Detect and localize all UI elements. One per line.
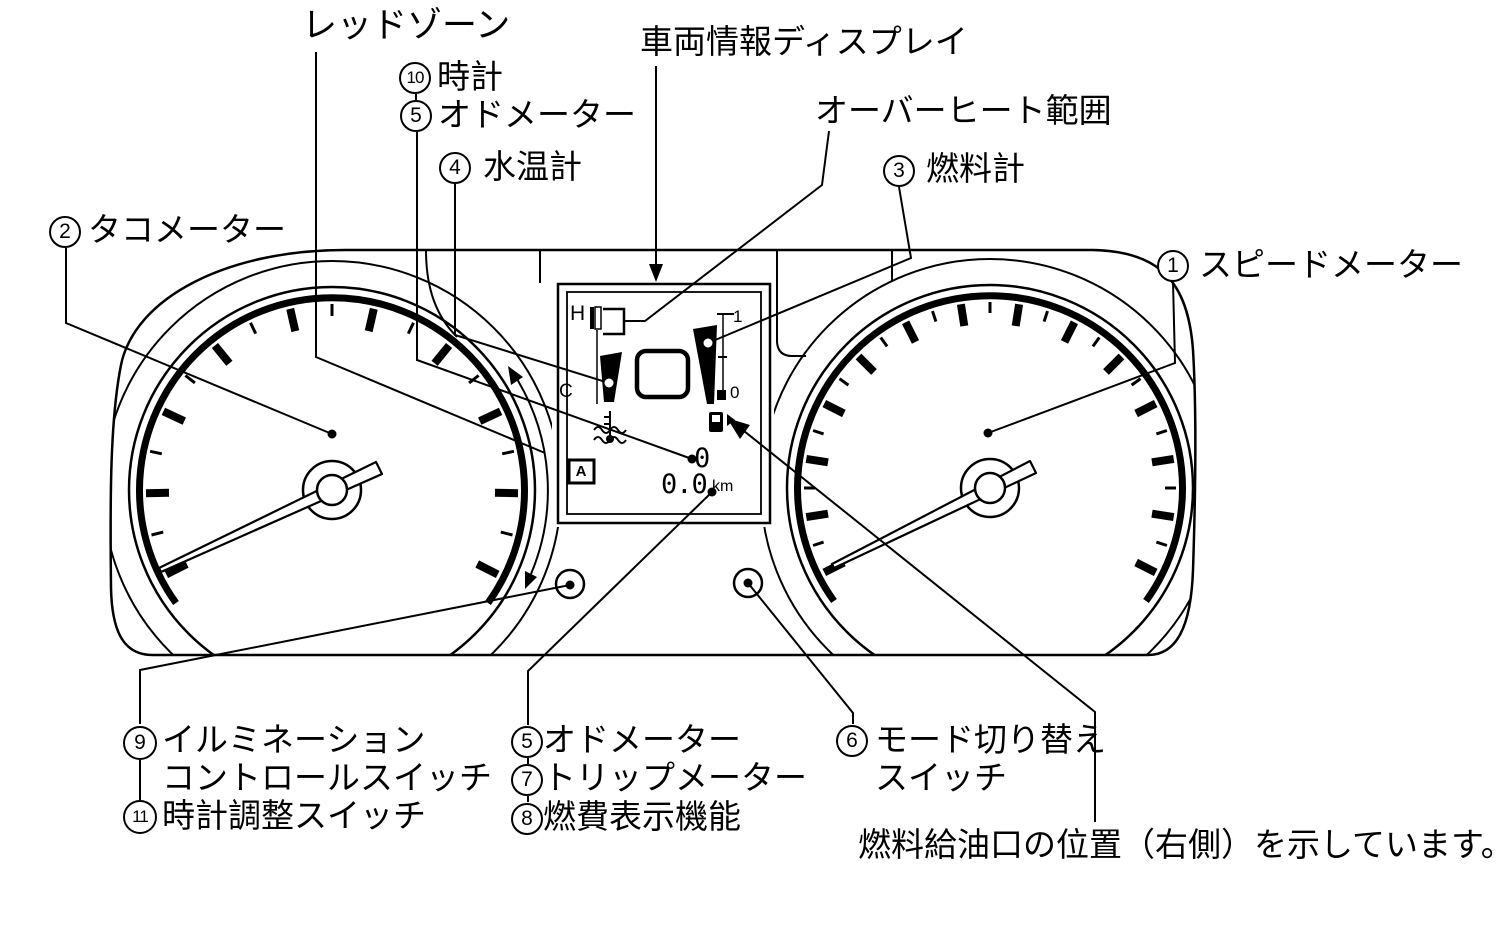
callout-number-speedometer: 1 bbox=[1157, 250, 1189, 282]
callout-label-clock: 時計 bbox=[437, 58, 503, 95]
tachometer-gauge bbox=[110, 260, 562, 655]
housing-creases bbox=[425, 249, 893, 357]
callout-lines bbox=[65, 52, 1177, 822]
illumination-callout-line bbox=[139, 584, 571, 800]
display-trip-value: 0.0 bbox=[661, 469, 708, 500]
callout-label-tachometer: タコメーター bbox=[88, 211, 286, 248]
callout-label-speedometer: スピードメーター bbox=[1199, 246, 1463, 283]
display-fuel-empty: 0 bbox=[730, 383, 740, 402]
cluster-housing-outline bbox=[109, 248, 1197, 657]
callout-label-redzone: レッドゾーン bbox=[302, 6, 511, 45]
illumination-control-button bbox=[554, 568, 586, 600]
callout-dots bbox=[327, 336, 993, 590]
display-hot-label: H bbox=[570, 302, 586, 325]
callout-label-vehicle-info: 車両情報ディスプレイ bbox=[640, 23, 968, 60]
callout-label-fuel-economy: 燃費表示機能 bbox=[543, 798, 741, 835]
callout-label-fuel-gauge: 燃料計 bbox=[926, 150, 1025, 187]
water-temp-callout-line bbox=[454, 184, 610, 384]
callout-label-mode-switch-2: スイッチ bbox=[875, 759, 1007, 796]
callout-label-illumination-1: イルミネーション bbox=[162, 721, 426, 758]
callout-label-odometer-bottom: オドメーター bbox=[543, 721, 741, 758]
fuel-filler-note: 燃料給油口の位置（右側）を示しています。 bbox=[858, 826, 1501, 863]
callout-number-odometer-bottom: 5 bbox=[511, 726, 543, 758]
callout-label-overheat-range: オーバーヒート範囲 bbox=[815, 92, 1112, 129]
tachometer-callout-line bbox=[65, 248, 333, 435]
clock-odometer-callout-line bbox=[415, 94, 693, 460]
callout-number-fuel-economy: 8 bbox=[511, 803, 543, 835]
callout-number-fuel-gauge: 3 bbox=[883, 155, 915, 187]
callout-number-tachometer: 2 bbox=[49, 216, 81, 248]
redzone-callout-line bbox=[315, 52, 546, 454]
speedometer-gauge bbox=[760, 258, 1196, 655]
fuel-filler-arrowhead bbox=[727, 418, 750, 439]
speedometer-needle bbox=[830, 459, 1038, 570]
callout-label-trip-meter: トリップメーター bbox=[543, 759, 807, 796]
callout-number-trip-meter: 7 bbox=[511, 764, 543, 796]
display-clock-value: 0 bbox=[694, 443, 710, 474]
redzone-arc-lower-arrowhead bbox=[525, 571, 537, 589]
display-fuel-full: 1 bbox=[733, 307, 743, 326]
vehicle-info-arrowhead bbox=[649, 264, 663, 282]
trip-callout-line bbox=[527, 491, 713, 802]
callout-number-water-temp: 4 bbox=[439, 152, 471, 184]
overheat-callout-line bbox=[624, 130, 830, 322]
callout-number-clock: 10 bbox=[399, 62, 431, 94]
fuel-filler-callout-line bbox=[743, 430, 1096, 822]
mode-switch-callout-line bbox=[747, 582, 854, 724]
callout-label-water-temp: 水温計 bbox=[483, 148, 582, 185]
display-cold-label: C bbox=[559, 381, 573, 402]
callout-arrowheads bbox=[508, 264, 750, 589]
callout-number-mode-switch: 6 bbox=[836, 725, 868, 757]
callout-label-mode-switch-1: モード切り替え bbox=[875, 721, 1106, 758]
callout-label-clock-adjust: 時計調整スイッチ bbox=[162, 797, 426, 834]
display-trip-unit: km bbox=[712, 478, 734, 495]
tachometer-needle bbox=[157, 460, 384, 574]
fuel-gauge-callout-line bbox=[707, 186, 913, 344]
mode-switch-button bbox=[732, 567, 764, 599]
callout-label-illumination-2: コントロールスイッチ bbox=[162, 759, 492, 796]
trip-a-box bbox=[567, 458, 596, 485]
speedometer-callout-line bbox=[987, 281, 1177, 434]
callout-label-odometer-top: オドメーター bbox=[438, 96, 636, 133]
callout-number-illumination: 9 bbox=[123, 726, 157, 760]
callout-number-odometer-top: 5 bbox=[400, 100, 432, 132]
callout-number-clock-adjust: 11 bbox=[123, 800, 157, 834]
shift-position-box bbox=[634, 348, 691, 400]
redzone-arc-upper-arrowhead bbox=[508, 366, 523, 385]
redzone-range-arc bbox=[516, 378, 549, 575]
display-trip-a: A bbox=[575, 462, 587, 480]
